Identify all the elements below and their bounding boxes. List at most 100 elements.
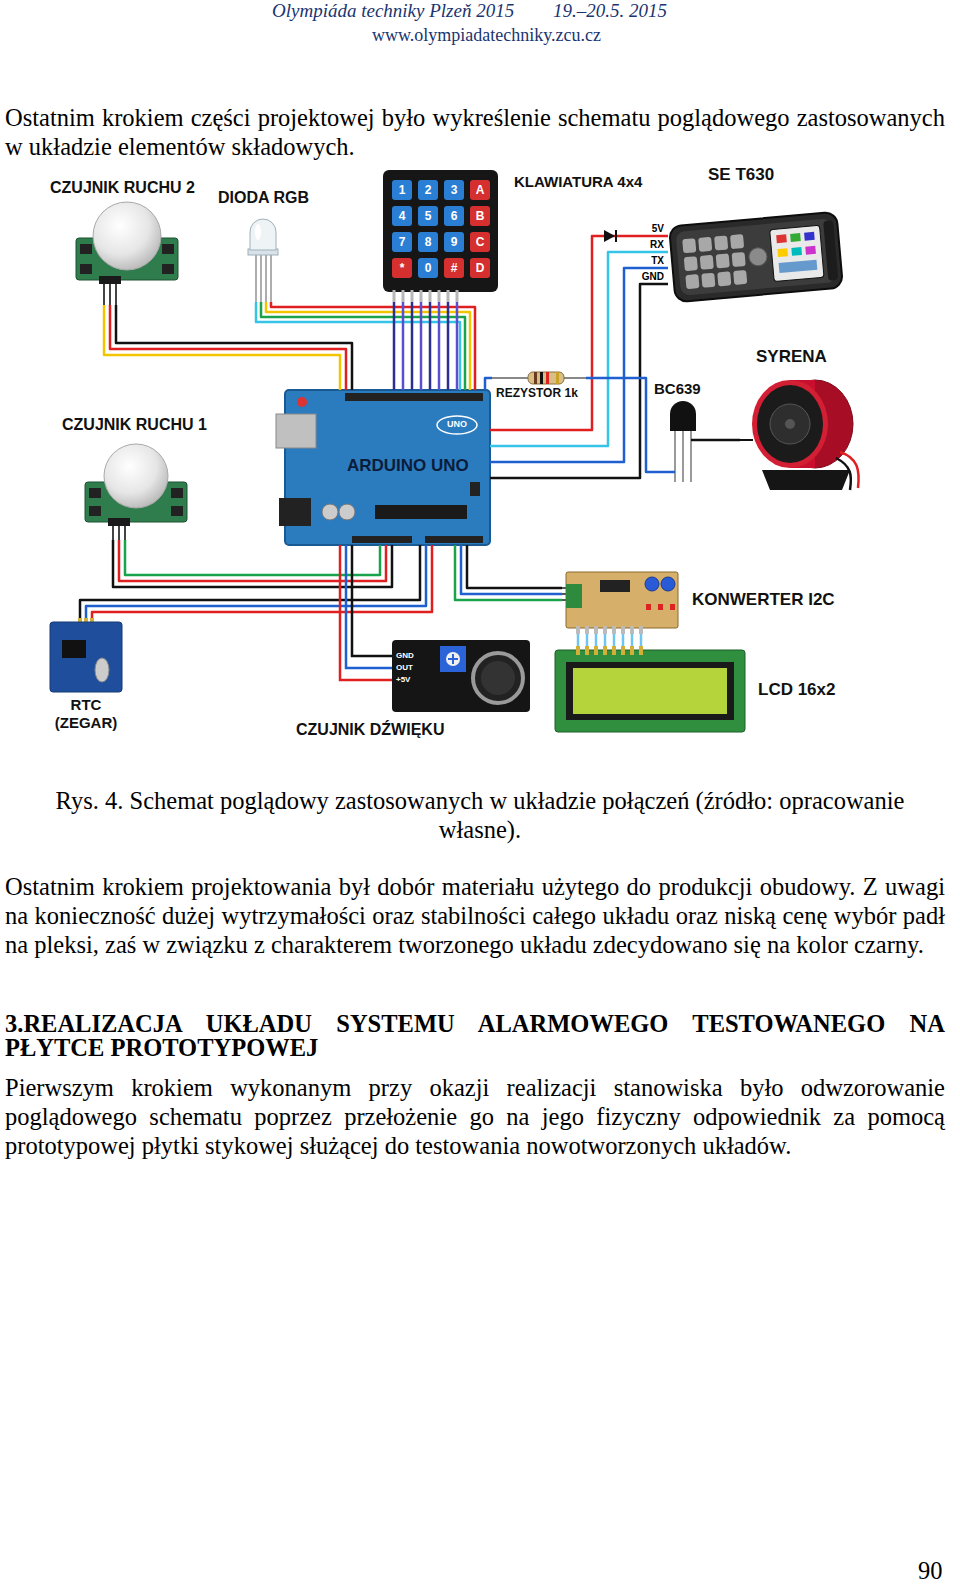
page-number: 90	[918, 1556, 943, 1585]
wire	[429, 302, 432, 390]
component-label: CZUJNIK RUCHU 1	[62, 415, 207, 434]
transistor-drawing	[691, 439, 714, 442]
sound-sensor-drawing	[448, 654, 458, 664]
wire-bundle	[578, 634, 641, 646]
keypad-drawing	[383, 170, 498, 292]
wire	[595, 634, 598, 646]
page-url: www.olympiadatechniky.zcu.cz	[372, 25, 601, 47]
wire	[586, 378, 650, 472]
keypad-drawing	[418, 258, 438, 278]
keypad: KLAWIATURA 4x4	[380, 166, 660, 302]
resistor-symbol	[556, 372, 559, 384]
diode-symbol	[604, 230, 615, 242]
keypad-drawing	[418, 180, 438, 200]
sound-sensor-drawing	[481, 661, 515, 695]
i2c-converter-drawing	[562, 572, 678, 634]
i2c-converter-drawing	[658, 604, 663, 610]
wire	[461, 545, 562, 594]
pin-name: OUT	[396, 663, 413, 673]
wire-bundle	[490, 236, 668, 478]
key-label: 0	[418, 258, 438, 278]
phone-drawing	[730, 234, 744, 249]
resistor-symbol	[492, 372, 586, 384]
rgb-led-drawing	[255, 224, 261, 240]
wire	[490, 284, 668, 478]
pin-name: TX	[636, 255, 664, 266]
wire	[256, 302, 460, 390]
arduino-board-drawing	[285, 390, 490, 545]
pir-sensor-drawing	[89, 506, 101, 516]
siren-drawing	[770, 404, 810, 444]
resistor-symbol	[540, 372, 543, 384]
key-label: A	[470, 180, 490, 200]
wire	[393, 302, 396, 390]
transistor-drawing	[675, 431, 691, 482]
key-label: C	[470, 232, 490, 252]
wire	[490, 252, 668, 446]
siren-drawing	[836, 458, 851, 490]
i2c-converter-drawing	[645, 577, 659, 591]
keypad-drawing	[470, 232, 490, 252]
resistor-symbol	[534, 372, 537, 384]
component-label: CZUJNIK DŹWIĘKU	[296, 720, 444, 739]
key-label: *	[392, 258, 412, 278]
rgb-led-drawing	[250, 219, 276, 250]
rtc-module-drawing	[62, 640, 86, 658]
sound-sensor-drawing	[446, 652, 460, 666]
phone-drawing	[701, 273, 715, 288]
keypad-drawing	[470, 180, 490, 200]
sound-sensor-drawing	[473, 653, 523, 703]
key-label: 3	[444, 180, 464, 200]
rtc-module-drawing	[50, 622, 122, 692]
arduino-board-drawing	[470, 482, 480, 496]
gsm-phone: SE T630	[668, 160, 845, 305]
pir-sensor-drawing	[93, 202, 161, 270]
arduino-board-drawing	[279, 498, 311, 526]
wire	[577, 634, 580, 646]
wire-bundle	[394, 302, 457, 390]
keypad-drawing	[444, 180, 464, 200]
phone-drawing	[779, 260, 818, 273]
pir-sensor-drawing	[171, 506, 183, 516]
wire	[92, 545, 432, 618]
wire-bundle	[455, 545, 562, 600]
keypad-drawing	[418, 206, 438, 226]
rtc-module-drawing	[95, 658, 109, 682]
motion-sensor: CZUJNIK RUCHU 1	[58, 410, 218, 540]
section-heading: 3.REALIZACJA UKŁADU SYSTEMU ALARMOWEGO T…	[5, 1012, 945, 1060]
pir-sensor-drawing	[104, 444, 168, 508]
siren-drawing	[740, 380, 859, 490]
wire	[420, 302, 423, 390]
siren-drawing	[762, 470, 850, 490]
rgb-diode: DIODA RGB	[214, 182, 314, 302]
phone-drawing	[776, 234, 787, 243]
sound-sensor-drawing	[440, 646, 466, 672]
component-label: RTC (ZEGAR)	[51, 696, 121, 732]
transistor-drawing	[650, 471, 675, 474]
phone-drawing	[777, 248, 788, 257]
key-label: 7	[392, 232, 412, 252]
wire-bundle	[80, 545, 432, 618]
arduino-board-drawing	[352, 536, 412, 543]
lcd-drawing	[555, 646, 745, 732]
phone-drawing	[682, 238, 696, 253]
wire	[456, 302, 459, 390]
rtc-module-drawing	[50, 618, 122, 692]
pir-sensor-drawing	[85, 444, 187, 540]
pir-sensor-drawing	[171, 488, 183, 498]
keypad-drawing	[392, 206, 412, 226]
wire	[622, 634, 625, 646]
pin-name: 5V	[636, 223, 664, 234]
phone-drawing	[700, 255, 714, 270]
wire	[640, 634, 643, 646]
wire-bundle	[485, 378, 492, 390]
keypad-drawing	[394, 290, 457, 302]
arduino-board-drawing	[276, 414, 316, 448]
sound-sensor-drawing	[352, 636, 392, 656]
body-paragraph: Ostatnim krokiem części projektowej było…	[5, 103, 945, 161]
wire	[125, 540, 380, 575]
key-label: 1	[392, 180, 412, 200]
wire	[467, 545, 562, 588]
wire	[485, 378, 492, 390]
